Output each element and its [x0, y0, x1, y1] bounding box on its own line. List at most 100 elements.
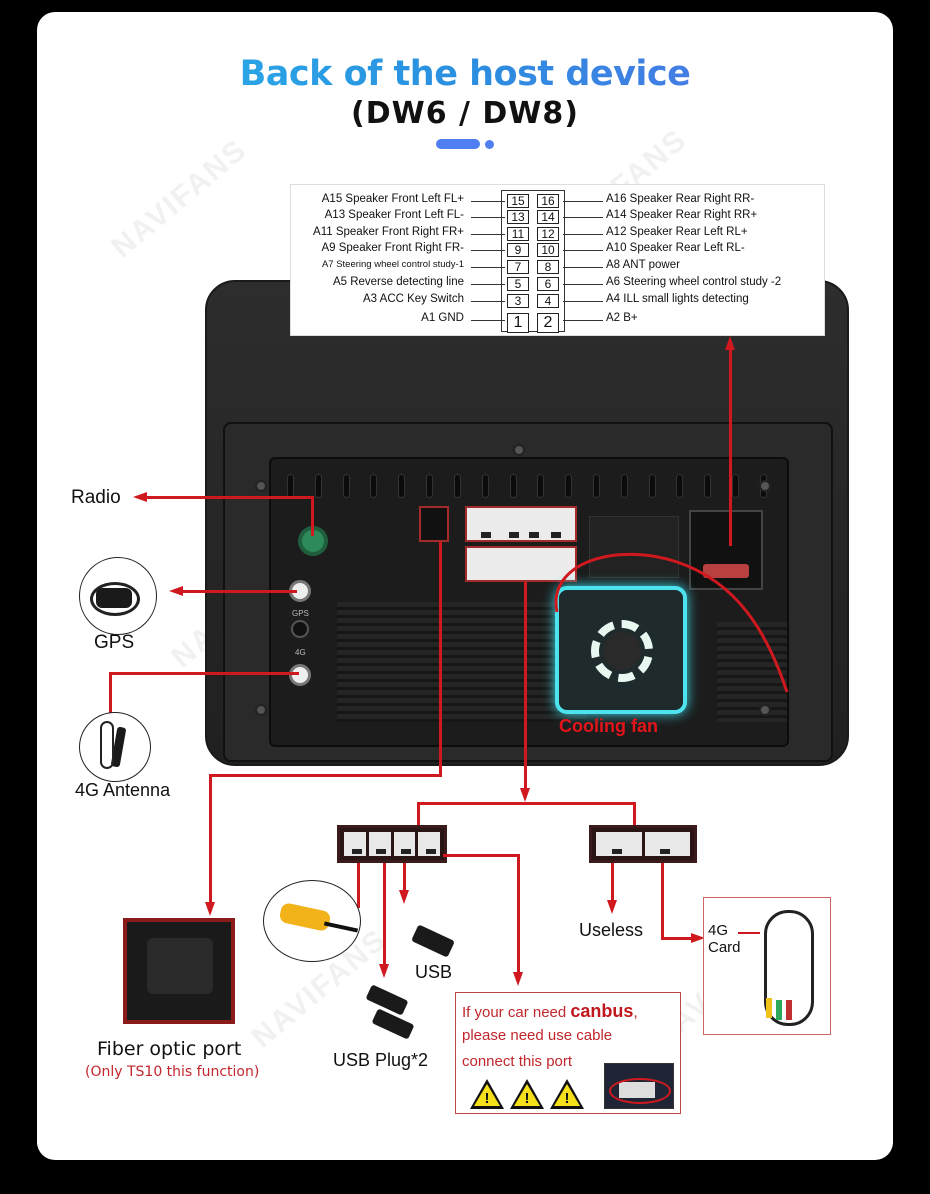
rca-cable-image [263, 880, 361, 962]
pin-label-right: A8 ANT power [606, 259, 680, 271]
arrow-left-icon [133, 492, 147, 502]
arrow-up-icon [725, 336, 735, 350]
arrow-down-icon [520, 788, 530, 802]
red-rca [786, 1000, 792, 1020]
leader-line-4g-card [661, 863, 664, 939]
harness-plug-left [337, 825, 447, 863]
fourg-card-cable-box: 4G Card [703, 897, 831, 1035]
leader-line-useless [611, 863, 614, 903]
arrow-down-icon [205, 902, 215, 916]
page-title: Back of the host device [37, 54, 893, 94]
warning-icon-mark: ! [564, 1090, 570, 1107]
pin-number: 4 [537, 294, 559, 308]
canbus-note-line2: please need use cable [462, 1027, 613, 1044]
green-rca [776, 1000, 782, 1020]
pin-number: 11 [507, 227, 529, 241]
fourg-card-label-line2: Card [708, 939, 741, 956]
diagram-card: NAVIFANS NAVIFANS NAVIFANS NAVIFANS NAVI… [37, 12, 893, 1160]
usb-plug-image [365, 984, 409, 1016]
pin-label-left: A5 Reverse detecting line [332, 276, 464, 288]
gps-antenna-image [79, 557, 157, 635]
cooling-fan [555, 586, 687, 714]
pin-label-left: A3 ACC Key Switch [363, 293, 464, 305]
pin-number: 15 [507, 194, 529, 208]
pin-number: 7 [507, 260, 529, 274]
screw-icon [513, 444, 525, 456]
mic-port [291, 620, 309, 638]
pin-label-right: A6 Steering wheel control study -2 [606, 276, 782, 288]
leader-line-4g [109, 672, 299, 675]
pin-number: 13 [507, 210, 529, 224]
fiber-optic-port-image [123, 918, 235, 1024]
fourg-antenna-label: 4G Antenna [75, 780, 171, 800]
pin-leader-line [471, 234, 505, 235]
pin-label-left: A1 GND [421, 312, 464, 324]
leader-line-usb [403, 863, 406, 893]
warning-icon [550, 1079, 584, 1109]
leader-line-rca [357, 863, 360, 907]
title-divider-dot [485, 140, 494, 149]
leader-line-harness-split [417, 802, 635, 805]
fourg-port [289, 664, 311, 686]
pin-number: 6 [537, 277, 559, 291]
fuse-chip [703, 564, 749, 578]
watermark: NAVIFANS [105, 132, 254, 265]
fan-power-wire [554, 552, 789, 693]
warning-icon [510, 1079, 544, 1109]
usb-plug-label: USB Plug*2 [333, 1050, 429, 1070]
screw-icon [255, 480, 267, 492]
screw-icon [759, 704, 771, 716]
fan-blade-ring [591, 620, 653, 682]
pin-number: 2 [537, 313, 559, 333]
fiber-optic-note: (Only TS10 this function) [85, 1064, 260, 1080]
yellow-rca [766, 998, 772, 1018]
pin-label-left: A9 Speaker Front Right FR- [321, 242, 464, 254]
heatsink-fins [337, 602, 587, 722]
pin-label-right: A14 Speaker Rear Right RR+ [606, 209, 758, 221]
title-divider-pill [436, 139, 480, 149]
useless-label: Useless [579, 920, 644, 940]
canbus-note-prefix: If your car need [462, 1004, 571, 1021]
pin-number: 12 [537, 227, 559, 241]
screw-icon [759, 480, 771, 492]
blank-cover [589, 516, 679, 578]
top-vent-row [287, 474, 767, 502]
leader-line-harness-left [417, 802, 420, 826]
fourg-port-label: 4G [295, 648, 306, 657]
gps-label: GPS [94, 632, 135, 653]
highlight-circle [609, 1078, 671, 1104]
usb-plug-image [371, 1008, 415, 1040]
fiber-optic-label: Fiber optic port [97, 1038, 242, 1060]
leader-line-gps [181, 590, 297, 593]
canbus-note-box: If your car need canbus, please need use… [455, 992, 681, 1114]
heatsink-fins-right [717, 622, 787, 722]
leader-line-harness [524, 582, 527, 792]
pin-label-right: A10 Speaker Rear Left RL- [606, 242, 745, 254]
usb-cable-image [411, 924, 455, 958]
pin-number: 14 [537, 210, 559, 224]
pin-leader-line [471, 267, 505, 268]
canbus-note-line1: If your car need canbus, [462, 1001, 638, 1022]
pin-number: 5 [507, 277, 529, 291]
leader-line-fiber-vert [439, 542, 442, 776]
pin-label-right: A16 Speaker Rear Right RR- [606, 193, 755, 205]
canbus-port-thumbnail [604, 1063, 674, 1109]
pin-leader-line [471, 320, 505, 321]
warning-icon-mark: ! [484, 1090, 490, 1107]
arrow-right-icon [691, 933, 705, 943]
pin-label-left: A11 Speaker Front Right FR+ [313, 226, 464, 238]
pin-leader-line [563, 284, 603, 285]
fiber-optic-socket [419, 506, 449, 542]
pin-number: 16 [537, 194, 559, 208]
pin-leader-line [471, 217, 505, 218]
pin-leader-line [563, 201, 603, 202]
pin-label-right: A2 B+ [606, 312, 638, 324]
pin-leader-line [471, 301, 505, 302]
leader-line-radio-drop [311, 496, 314, 536]
leader-line-harness-right [633, 802, 636, 826]
leader-line-pinout [729, 348, 732, 546]
canbus-note-line3: connect this port [462, 1053, 573, 1070]
leader-line-usb-plug [383, 863, 386, 967]
gps-port-label: GPS [292, 609, 309, 618]
